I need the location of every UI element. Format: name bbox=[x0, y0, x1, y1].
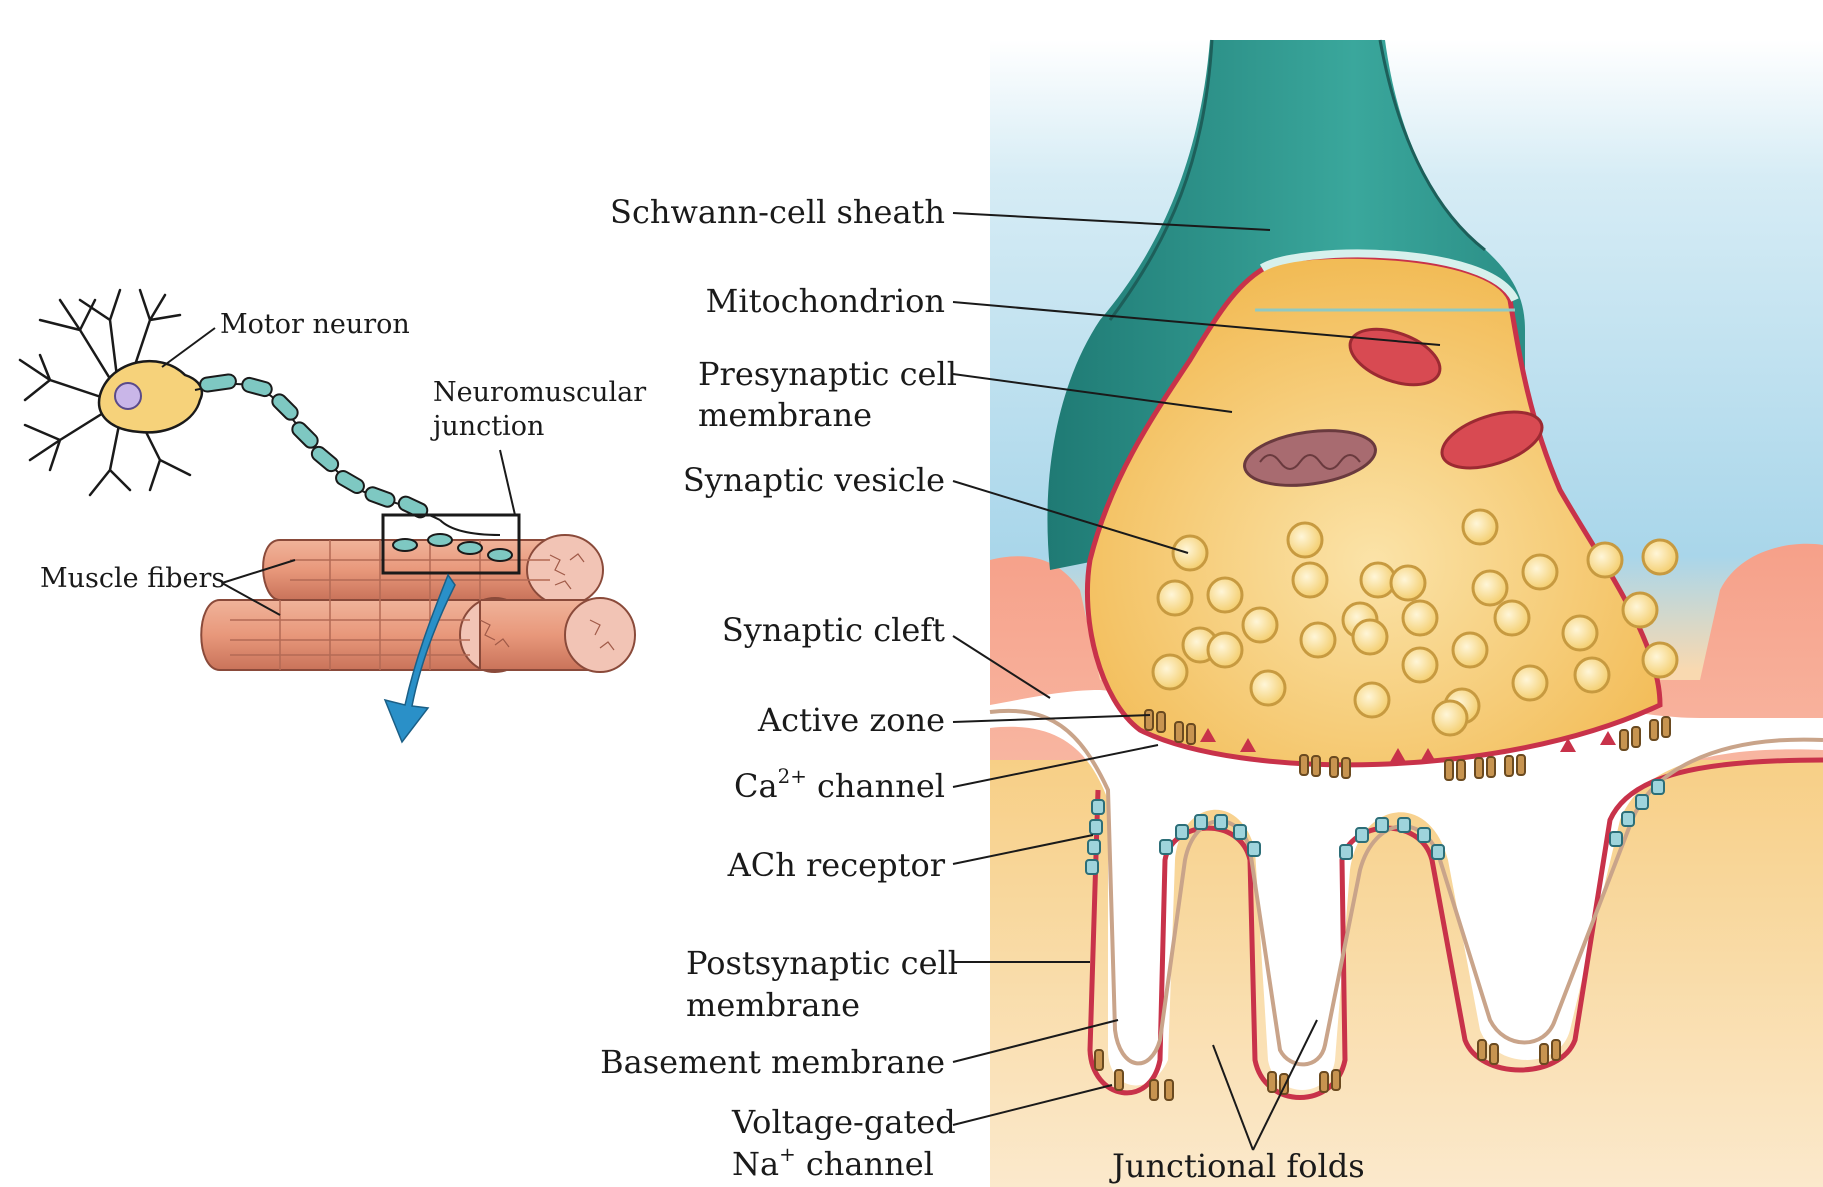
label-presynaptic-membrane-line1: Presynaptic cell bbox=[698, 354, 957, 394]
label-basement-membrane: Basement membrane bbox=[600, 1042, 945, 1082]
label-na-channel: Na+ channel bbox=[732, 1144, 934, 1184]
na-channel-base: Na bbox=[732, 1145, 779, 1183]
label-muscle-fibers: Muscle fibers bbox=[40, 562, 225, 596]
ca-channel-rest: channel bbox=[807, 767, 945, 805]
ca-channel-charge: 2+ bbox=[778, 765, 807, 788]
label-motor-neuron: Motor neuron bbox=[220, 308, 410, 342]
label-ach-receptor: ACh receptor bbox=[728, 845, 945, 885]
label-ca-channel: Ca2+ channel bbox=[734, 766, 945, 806]
label-synaptic-cleft: Synaptic cleft bbox=[722, 610, 945, 650]
motor-neuron-nucleus bbox=[115, 383, 141, 409]
label-active-zone: Active zone bbox=[758, 700, 945, 740]
na-channel-rest: channel bbox=[796, 1145, 934, 1183]
label-neuromuscular-junction-line2: junction bbox=[433, 410, 544, 444]
label-voltage-gated-line1: Voltage-gated bbox=[732, 1102, 956, 1142]
label-schwann-cell-sheath: Schwann-cell sheath bbox=[610, 192, 945, 232]
na-channel-charge: + bbox=[779, 1143, 796, 1166]
label-postsynaptic-membrane-line1: Postsynaptic cell bbox=[686, 943, 958, 983]
myelin-segments bbox=[199, 374, 429, 520]
label-neuromuscular-junction-line1: Neuromuscular bbox=[433, 376, 646, 410]
label-postsynaptic-membrane-line2: membrane bbox=[686, 985, 860, 1025]
label-mitochondrion: Mitochondrion bbox=[706, 281, 945, 321]
label-presynaptic-membrane-line2: membrane bbox=[698, 395, 872, 435]
label-synaptic-vesicle: Synaptic vesicle bbox=[683, 460, 945, 500]
muscle-fiber-bundle bbox=[201, 535, 635, 672]
ca-channel-base: Ca bbox=[734, 767, 778, 805]
label-junctional-folds: Junctional folds bbox=[1112, 1146, 1365, 1186]
